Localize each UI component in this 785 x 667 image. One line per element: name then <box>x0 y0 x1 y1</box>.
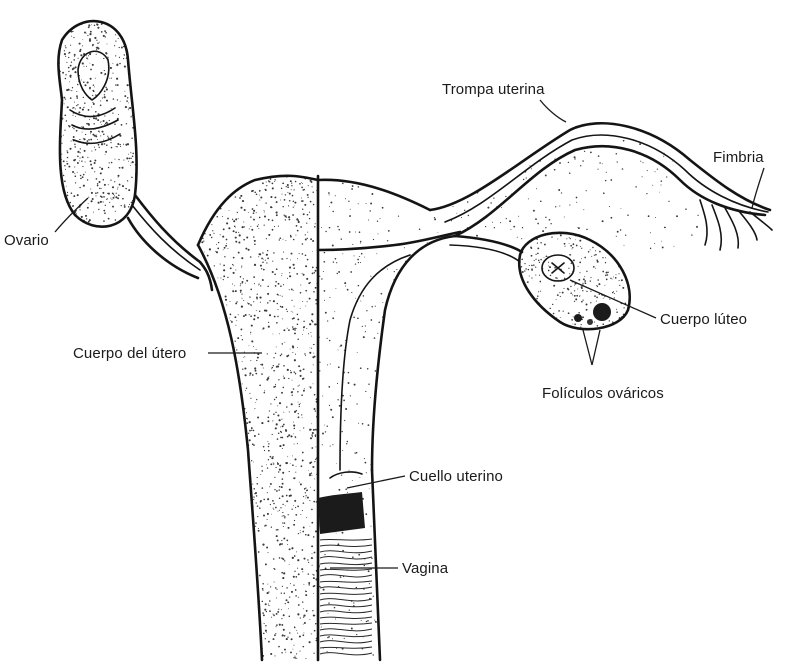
leader-lines <box>55 100 764 568</box>
ovarian-ligament <box>450 236 522 262</box>
label-foliculos-ovaricos: Folículos ováricos <box>542 385 664 402</box>
label-fimbria: Fimbria <box>713 149 764 166</box>
label-cuerpo-luteo: Cuerpo lúteo <box>660 311 747 328</box>
label-cuello-uterino: Cuello uterino <box>409 468 503 485</box>
label-ovario: Ovario <box>4 232 49 249</box>
label-trompa-uterina: Trompa uterina <box>442 81 545 98</box>
label-cuerpo-del-utero: Cuerpo del útero <box>73 345 186 362</box>
left-ovary <box>58 21 136 227</box>
uterine-section <box>318 180 455 660</box>
right-ovary <box>519 233 629 329</box>
label-vagina: Vagina <box>402 560 449 577</box>
uterine-tube <box>430 123 772 250</box>
